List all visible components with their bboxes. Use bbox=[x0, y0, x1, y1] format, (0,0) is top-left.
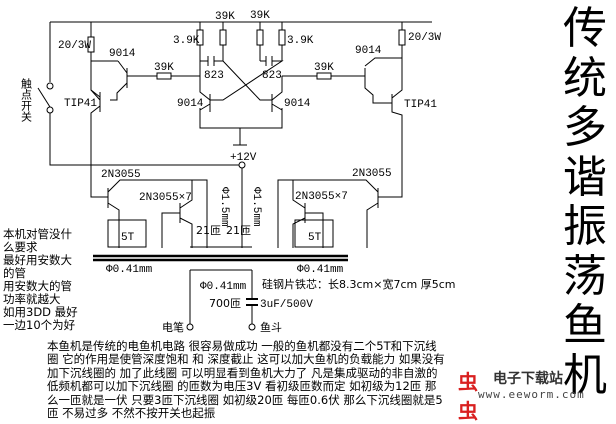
label-20-3w-left: 20/3W bbox=[58, 40, 91, 52]
switch-terminal-bottom[interactable] bbox=[46, 106, 54, 114]
label-2n3055-left: 2N3055 bbox=[101, 169, 141, 181]
label-2n3055-right: 2N3055 bbox=[352, 168, 392, 180]
wire-osc bbox=[199, 22, 284, 146]
label-9014-left-osc: 9014 bbox=[177, 98, 204, 110]
capacitor-823-left bbox=[207, 56, 215, 66]
resistor-20-3w-right bbox=[398, 29, 406, 46]
output-terminal-net[interactable] bbox=[248, 323, 256, 331]
transistor-9014-left-driver bbox=[110, 60, 157, 101]
label-out-net: 鱼斗 bbox=[260, 320, 282, 334]
label-turns-right: 21匝 bbox=[226, 224, 251, 237]
wire-right-power bbox=[282, 22, 403, 198]
label-wire-secondary: Φ0.41mm bbox=[200, 281, 247, 293]
label-39k-right: 39K bbox=[314, 62, 334, 74]
vertical-title: 传统多谐振荡鱼机 bbox=[563, 3, 607, 401]
transistor-2n3055-right bbox=[277, 179, 379, 248]
label-cap-left: 823 bbox=[204, 70, 224, 82]
label-supply: +12V bbox=[230, 152, 257, 164]
label-coil-right: 5T bbox=[308, 232, 322, 244]
label-turns-left: 21匝 bbox=[196, 224, 221, 237]
transistor-2n3055-left bbox=[107, 179, 208, 248]
watermark-name: 电子下载站 bbox=[493, 371, 563, 387]
notes: 本机对管没什么要求 最好用安数大的管 用安数大的管功率就越大 如用3DD 最好 … bbox=[3, 228, 83, 332]
switch-label: 触点开关 bbox=[20, 77, 33, 123]
output-terminal-pen[interactable] bbox=[186, 323, 194, 331]
label-turns-secondary: 700匝 bbox=[209, 297, 241, 310]
capacitor-output bbox=[246, 298, 258, 306]
transistor-9014-right-osc bbox=[271, 94, 283, 112]
label-coil-left: 5T bbox=[121, 232, 135, 244]
resistor-39k-top-right bbox=[256, 29, 264, 46]
switch-blade[interactable] bbox=[37, 87, 51, 108]
wire-left-switch bbox=[49, 22, 240, 166]
transistor-2n3055x7-right bbox=[292, 180, 324, 248]
transformer-core bbox=[93, 254, 348, 262]
label-wire-right: Φ1.5mm bbox=[250, 187, 262, 227]
label-39k-left: 39K bbox=[154, 62, 174, 74]
label-39k-top-left: 39K bbox=[215, 11, 235, 23]
label-wire-5t-right: Φ0.41mm bbox=[297, 264, 344, 276]
label-9014-right-osc: 9014 bbox=[284, 98, 311, 110]
note-line: 本机对管没什么要求 bbox=[3, 227, 72, 254]
transistor-2n3055x7-left bbox=[161, 180, 193, 248]
watermark-logo: 虫虫 bbox=[458, 370, 478, 423]
watermark-url: www.eeworm.com bbox=[478, 388, 585, 401]
switch-terminal-top[interactable] bbox=[46, 82, 54, 90]
coil-5t-left bbox=[107, 219, 147, 248]
label-2n3055x7-left: 2N3055×7 bbox=[139, 192, 192, 204]
resistor-20-3w-left bbox=[87, 36, 95, 53]
label-wire-left: Φ1.5mm bbox=[218, 187, 230, 227]
wire-left-power bbox=[90, 22, 118, 101]
label-tip41-left: TIP41 bbox=[64, 98, 97, 110]
label-9014-left-driver: 9014 bbox=[109, 48, 136, 60]
note-line: 最好用安数大的管 bbox=[3, 253, 72, 280]
transistor-tip41-left bbox=[90, 89, 108, 198]
label-39k-top-right: 39K bbox=[250, 10, 270, 22]
label-3k9-left: 3.9K bbox=[173, 35, 200, 47]
label-core: 硅钢片铁芯：长8.3cm×宽7cm 厚5cm bbox=[262, 277, 456, 291]
label-20-3w-right: 20/3W bbox=[408, 32, 441, 44]
label-output-cap: 3uF/500V bbox=[260, 299, 313, 311]
label-tip41-right: TIP41 bbox=[404, 99, 437, 111]
label-wire-5t-left: Φ0.41mm bbox=[106, 264, 153, 276]
resistor-3k9-left bbox=[196, 29, 204, 46]
label-cap-right: 823 bbox=[262, 70, 282, 82]
note-line: 如用3DD 最好 bbox=[3, 305, 78, 319]
secondary-winding bbox=[189, 269, 253, 324]
resistor-39k-right bbox=[316, 72, 332, 80]
label-out-pen: 电笔 bbox=[162, 320, 184, 334]
label-3k9-right: 3.9K bbox=[287, 35, 314, 47]
resistor-39k-top-left bbox=[219, 29, 227, 46]
label-2n3055x7-right: 2N3055×7 bbox=[295, 191, 348, 203]
coil-5t-right bbox=[294, 219, 334, 248]
circuit-schematic: 触点开关 20/3W 20/3W 9014 9014 39K 39K 39K 3… bbox=[20, 10, 456, 334]
resistor-3k9-right bbox=[278, 29, 286, 46]
note-line: 用安数大的管功率就越大 bbox=[3, 279, 72, 306]
transistor-9014-left-osc bbox=[199, 94, 211, 112]
capacitor-823-right bbox=[265, 56, 273, 66]
description-paragraph: 本鱼机是传统的电鱼机电路 很容易做成功 一般的鱼机都没有二个5T和下沉线圈 它的… bbox=[47, 339, 445, 421]
note-line: 一边10个为好 bbox=[3, 318, 76, 332]
label-9014-right-driver: 9014 bbox=[355, 45, 382, 57]
